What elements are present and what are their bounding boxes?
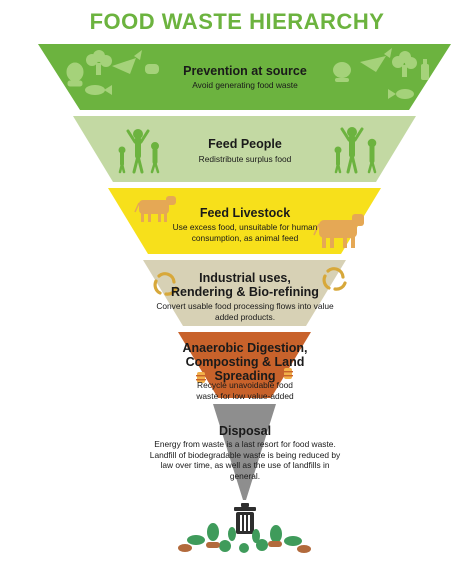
level-people-band [73, 116, 416, 182]
level-industrial-band [143, 260, 346, 326]
carrot-icon [360, 48, 392, 72]
level-people-title: Feed People [208, 137, 282, 151]
level-prevention-desc: Avoid generating food waste [192, 80, 298, 90]
bread-icon [145, 64, 159, 74]
recycle-icon [322, 267, 347, 291]
cow-icon [313, 214, 364, 248]
level-anaerobic-band [178, 332, 311, 398]
level-prevention-title: Prevention at source [183, 64, 307, 78]
bottle-icon [421, 59, 429, 80]
fish-icon [85, 85, 112, 95]
level-anaerobic-title: Anaerobic Digestion, Composting & Land S… [182, 341, 308, 383]
family-icon [334, 127, 377, 174]
carrot-icon [112, 50, 142, 74]
level-industrial-desc: Convert usable food processing flows int… [156, 301, 334, 322]
level-people-desc: Redistribute surplus food [198, 154, 292, 164]
level-disposal-title: Disposal [218, 424, 272, 438]
level-industrial-title: Industrial uses, Rendering & Bio-refinin… [171, 271, 319, 299]
family-icon [118, 129, 160, 174]
vegetable-icon [66, 62, 84, 87]
cow-icon [134, 196, 176, 222]
level-disposal-desc: Energy from waste is a last resort for f… [149, 439, 341, 481]
trash-bin-icon [234, 503, 256, 534]
level-livestock-desc: Use excess food, unsuitable for human co… [172, 222, 318, 243]
level-prevention-band [38, 44, 451, 110]
level-livestock-title: Feed Livestock [199, 206, 291, 220]
page-title: FOOD WASTE HIERARCHY [89, 9, 385, 34]
barrel-icon [196, 372, 206, 383]
fish-icon [388, 89, 414, 99]
level-disposal-band [213, 404, 276, 500]
vegetable-icon [333, 62, 351, 82]
level-livestock-band [108, 188, 381, 254]
food-scraps-icon [178, 523, 311, 553]
broccoli-icon [86, 50, 112, 75]
level-anaerobic-desc: Recycle unavoidable food waste for low v… [196, 380, 294, 401]
recycle-icon [153, 272, 178, 296]
broccoli-icon [392, 51, 417, 77]
barrel-icon [283, 368, 293, 379]
